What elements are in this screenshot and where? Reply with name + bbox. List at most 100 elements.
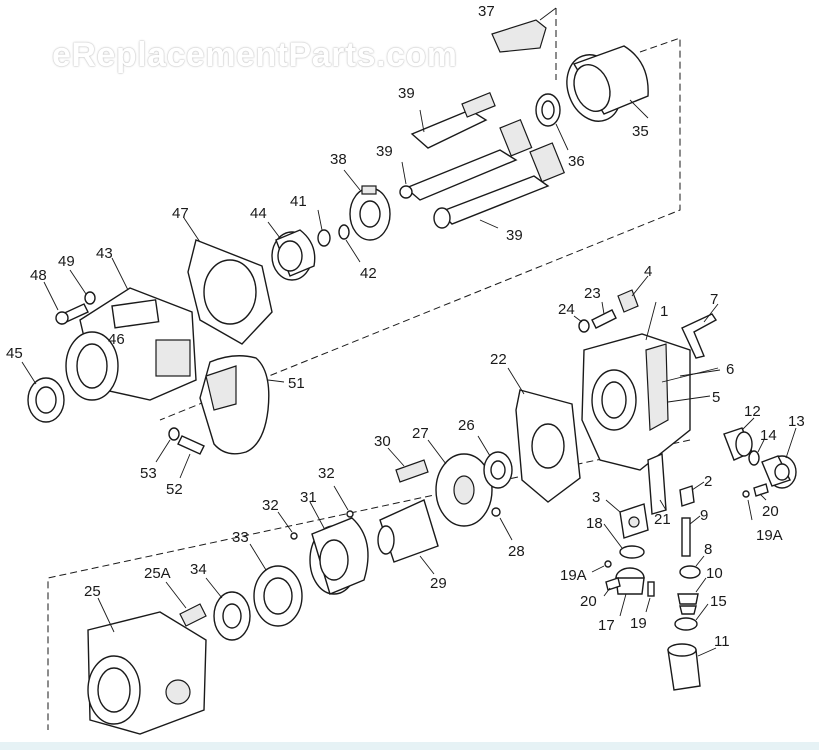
part-31-cylinder	[309, 501, 369, 595]
part-26-bearing	[477, 435, 513, 489]
part-22-gasket	[507, 367, 581, 503]
part-7-hex-key	[681, 303, 719, 359]
part-3-valve	[605, 499, 649, 539]
part-32-pin-upper	[333, 485, 354, 518]
part-19-pin	[645, 581, 655, 613]
part-1-rear-housing	[581, 301, 691, 471]
callout-10: 10	[706, 565, 723, 582]
callout-9: 9	[700, 507, 708, 524]
part-12-bushing	[723, 417, 755, 461]
part-43-front-housing	[65, 257, 197, 401]
part-30-blade	[387, 447, 429, 483]
part-39-anvil-long	[433, 142, 566, 229]
callout-41: 41	[290, 193, 307, 210]
callout-32-upper: 32	[318, 465, 335, 482]
callout-26: 26	[458, 417, 475, 434]
dashed-assembly-lines	[47, 8, 691, 730]
part-39-anvil-short	[410, 91, 496, 149]
callout-2: 2	[704, 473, 712, 490]
callout-49: 49	[58, 253, 75, 270]
part-19A-ball-right	[742, 490, 753, 521]
callout-27: 27	[412, 425, 429, 442]
part-23-bolt	[591, 301, 617, 329]
part-5-pin	[667, 395, 711, 403]
footer-strip	[0, 742, 819, 750]
callout-52: 52	[166, 481, 183, 498]
callout-38: 38	[330, 151, 347, 168]
part-38-cam	[343, 169, 391, 241]
callout-35: 35	[632, 123, 649, 140]
callout-1: 1	[660, 303, 668, 320]
part-13-inlet-cap	[761, 427, 797, 489]
callout-15: 15	[710, 593, 727, 610]
callout-4: 4	[644, 263, 652, 280]
callout-13: 13	[788, 413, 805, 430]
part-25A-spring	[165, 581, 207, 627]
part-28-pin	[491, 507, 513, 541]
callout-14: 14	[760, 427, 777, 444]
part-25-motor-housing	[87, 597, 207, 735]
callout-25A: 25A	[144, 565, 171, 582]
part-44-bushing	[267, 221, 316, 281]
callout-42: 42	[360, 265, 377, 282]
callout-7: 7	[710, 291, 718, 308]
callout-19A-left: 19A	[560, 567, 587, 584]
callout-8: 8	[704, 541, 712, 558]
part-51-handle-grip	[199, 355, 285, 455]
part-34-bearing	[205, 577, 251, 641]
callout-12: 12	[744, 403, 761, 420]
part-48-bolt	[43, 281, 89, 325]
callout-20-right: 20	[762, 503, 779, 520]
callout-18: 18	[586, 515, 603, 532]
callout-39-short: 39	[398, 85, 415, 102]
callout-labels: 37 35 36 39 39 39 38 41 42 44 47 43 49 4…	[6, 3, 805, 650]
callout-45: 45	[6, 345, 23, 362]
part-36-ring	[535, 93, 569, 151]
callout-22: 22	[490, 351, 507, 368]
watermark: eReplacementParts.com	[52, 36, 458, 74]
part-24-washer	[573, 315, 590, 333]
callout-51: 51	[288, 375, 305, 392]
callout-11: 11	[714, 633, 730, 650]
part-8-o-ring	[679, 555, 705, 579]
part-9-pin	[681, 515, 701, 557]
part-4-clip	[617, 275, 649, 313]
callout-48: 48	[30, 267, 47, 284]
part-29-rotor	[377, 499, 439, 575]
part-11-inlet-bushing	[667, 643, 717, 691]
callout-37: 37	[478, 3, 495, 20]
part-2-bushing	[679, 481, 705, 507]
callout-34: 34	[190, 561, 207, 578]
callout-46: 46	[108, 331, 125, 348]
callout-53: 53	[140, 465, 157, 482]
callout-43: 43	[96, 245, 113, 262]
part-49-washer	[69, 269, 96, 305]
callout-25: 25	[84, 583, 101, 600]
part-33-end-plate	[249, 543, 303, 627]
callout-5: 5	[712, 389, 720, 406]
callout-23: 23	[584, 285, 601, 302]
callout-36: 36	[568, 153, 585, 170]
callout-3: 3	[592, 489, 600, 506]
part-20-pin-right	[753, 483, 769, 501]
part-37-clip	[491, 7, 557, 53]
part-14-ring	[748, 439, 765, 466]
part-20-pin-left	[603, 577, 621, 597]
callout-29: 29	[430, 575, 447, 592]
part-32-pin-lower	[277, 511, 298, 540]
callout-39-medium: 39	[376, 143, 393, 160]
part-15-o-ring	[674, 603, 709, 631]
callout-6: 6	[726, 361, 734, 378]
callout-17: 17	[598, 617, 615, 634]
callout-24: 24	[558, 301, 575, 318]
callout-19A-right: 19A	[756, 527, 783, 544]
part-41-ring	[317, 209, 331, 247]
part-19A-ball-left	[591, 560, 612, 573]
callout-44: 44	[250, 205, 267, 222]
part-6-pin	[661, 367, 721, 383]
callout-28: 28	[508, 543, 525, 560]
part-10-spring	[677, 577, 707, 615]
part-42-ring	[338, 224, 361, 263]
